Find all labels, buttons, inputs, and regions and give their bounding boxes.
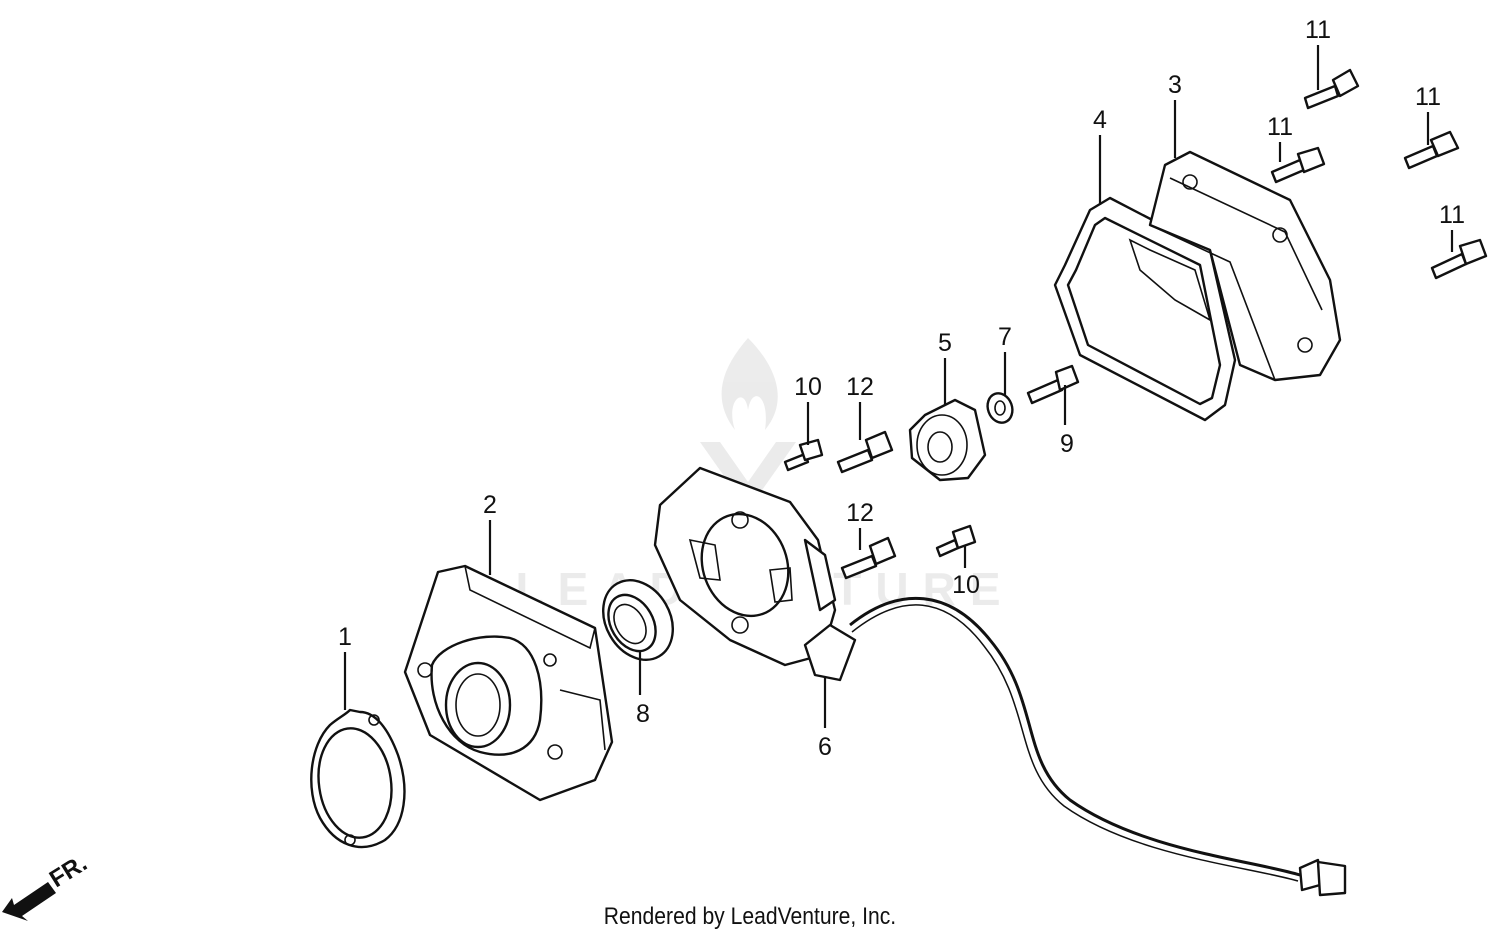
- part-7-washer: [986, 392, 1014, 424]
- bolt-10-b: [935, 524, 977, 558]
- bolt-11-d: [1430, 238, 1488, 280]
- callout-7: 7: [998, 323, 1012, 351]
- part-8-oil-seal: [602, 579, 674, 661]
- callout-2: 2: [483, 491, 497, 519]
- callout-5: 5: [938, 329, 952, 357]
- callout-11-d: 11: [1439, 201, 1465, 229]
- callout-11-a: 11: [1305, 16, 1331, 44]
- part-3-cover: [1128, 150, 1342, 382]
- part-1-gasket: [310, 708, 406, 849]
- callout-11-c: 11: [1415, 83, 1441, 111]
- bolt-12-a: [836, 430, 894, 474]
- callout-numbers: 1 2 3 4 5 6 7 8 9 10 10 11 11 11 11 12 1…: [338, 16, 1465, 761]
- callout-10-b: 10: [952, 571, 980, 599]
- callout-12-a: 12: [846, 373, 874, 401]
- front-label: FR.: [45, 850, 92, 893]
- callout-1: 1: [338, 623, 352, 651]
- callout-4: 4: [1093, 106, 1107, 134]
- front-direction-indicator: FR.: [2, 850, 92, 921]
- callout-10-a: 10: [794, 373, 822, 401]
- part-2-housing: [403, 564, 614, 802]
- callout-11-b: 11: [1267, 113, 1293, 141]
- bolt-10-a: [783, 438, 824, 472]
- callout-9: 9: [1060, 430, 1074, 458]
- footer-credit: Rendered by LeadVenture, Inc.: [603, 903, 897, 930]
- bolt-9: [1026, 364, 1080, 405]
- front-arrow-icon: [2, 882, 56, 921]
- callout-8: 8: [636, 700, 650, 728]
- part-5-rotor: [908, 398, 987, 482]
- leader-lines: [343, 45, 1454, 728]
- bolt-11-b: [1270, 146, 1326, 184]
- bolt-12-b: [840, 536, 897, 580]
- callout-12-b: 12: [846, 499, 874, 527]
- callout-3: 3: [1168, 71, 1182, 99]
- bolt-11-c: [1403, 130, 1460, 170]
- part-6-pulser-plate: [653, 466, 1347, 897]
- bolt-11-a: [1303, 68, 1360, 110]
- callout-6: 6: [818, 733, 832, 761]
